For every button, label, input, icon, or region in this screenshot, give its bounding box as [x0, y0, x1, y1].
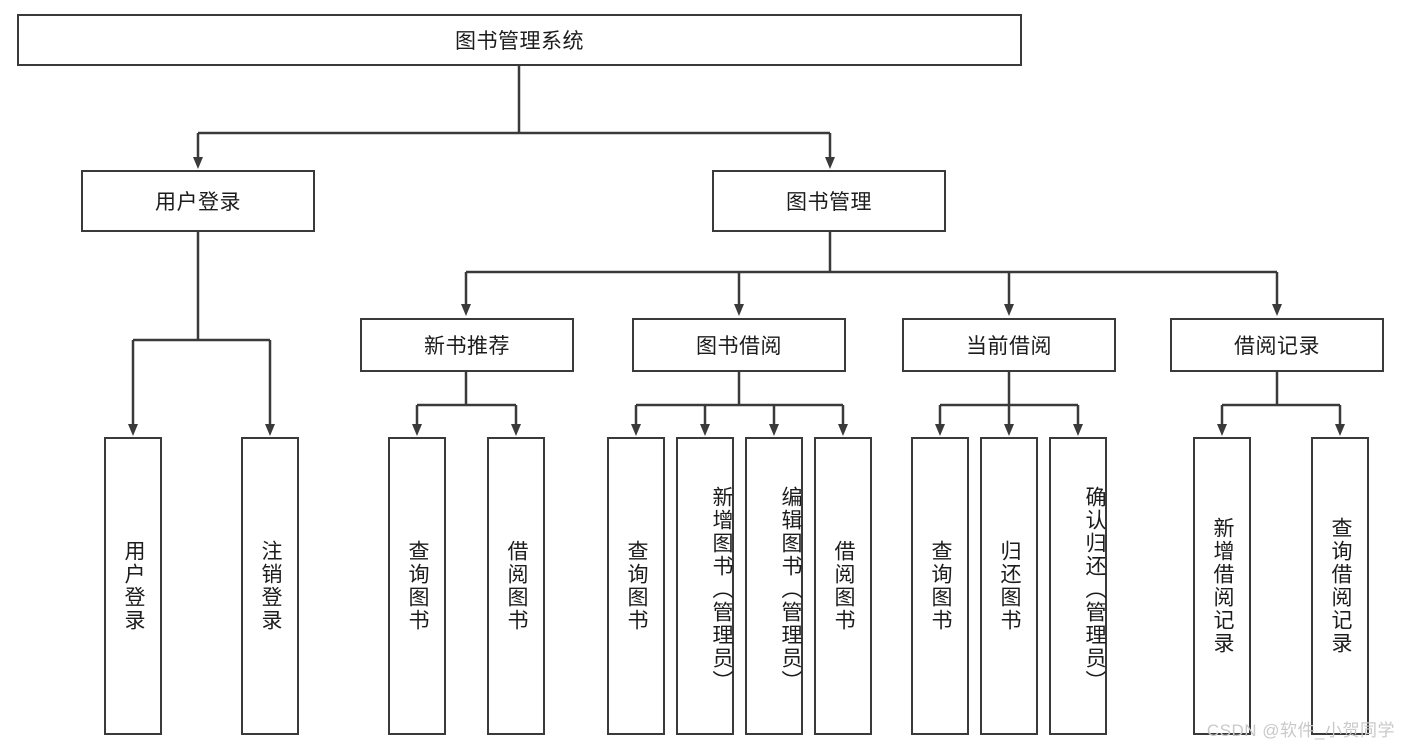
node-label: 查询借阅记录 [1329, 517, 1353, 655]
node-label: 用户登录 [155, 191, 241, 214]
node-label: 注销登录 [259, 540, 283, 632]
node-label: 图书管理 [786, 191, 872, 214]
node-label: 查询图书 [625, 540, 649, 632]
leaf-return-book[interactable]: 归还图书 [980, 437, 1038, 735]
node-root-book-management-system[interactable]: 图书管理系统 [17, 14, 1022, 66]
leaf-query-book-recommend[interactable]: 查询图书 [388, 437, 446, 735]
node-label: 新书推荐 [424, 335, 510, 358]
node-label: 借阅图书 [832, 540, 856, 632]
node-label: 确认归还（管理员） [1083, 485, 1106, 693]
node-label: 图书借阅 [696, 335, 782, 358]
leaf-borrow-book[interactable]: 借阅图书 [814, 437, 872, 735]
leaf-confirm-return-admin[interactable]: 确认归还（管理员） [1049, 437, 1107, 735]
node-label: 图书管理系统 [455, 30, 584, 53]
leaf-add-book-admin[interactable]: 新增图书（管理员） [676, 437, 734, 735]
node-label: 借阅图书 [505, 540, 529, 632]
node-current-borrow[interactable]: 当前借阅 [902, 318, 1116, 372]
node-new-book-recommend[interactable]: 新书推荐 [360, 318, 574, 372]
leaf-edit-book-admin[interactable]: 编辑图书（管理员） [745, 437, 803, 735]
node-label: 新增借阅记录 [1211, 517, 1235, 655]
leaf-query-book-current[interactable]: 查询图书 [911, 437, 969, 735]
node-label: 用户登录 [122, 540, 146, 632]
node-user-login[interactable]: 用户登录 [81, 170, 315, 232]
leaf-user-login[interactable]: 用户登录 [104, 437, 162, 735]
node-label: 编辑图书（管理员） [779, 485, 802, 693]
leaf-borrow-book-recommend[interactable]: 借阅图书 [487, 437, 545, 735]
leaf-logout-login[interactable]: 注销登录 [241, 437, 299, 735]
node-label: 查询图书 [406, 540, 430, 632]
leaf-add-borrow-record[interactable]: 新增借阅记录 [1193, 437, 1251, 735]
node-label: 新增图书（管理员） [710, 485, 733, 693]
node-label: 当前借阅 [966, 335, 1052, 358]
leaf-query-book-borrow[interactable]: 查询图书 [607, 437, 665, 735]
watermark-text: CSDN @软件_小贺同学 [1206, 721, 1395, 740]
leaf-query-borrow-record[interactable]: 查询借阅记录 [1311, 437, 1369, 735]
node-book-management[interactable]: 图书管理 [712, 170, 946, 232]
node-book-borrow[interactable]: 图书借阅 [632, 318, 846, 372]
node-label: 查询图书 [929, 540, 953, 632]
node-label: 借阅记录 [1234, 335, 1320, 358]
node-label: 归还图书 [998, 540, 1022, 632]
node-borrow-record[interactable]: 借阅记录 [1170, 318, 1384, 372]
